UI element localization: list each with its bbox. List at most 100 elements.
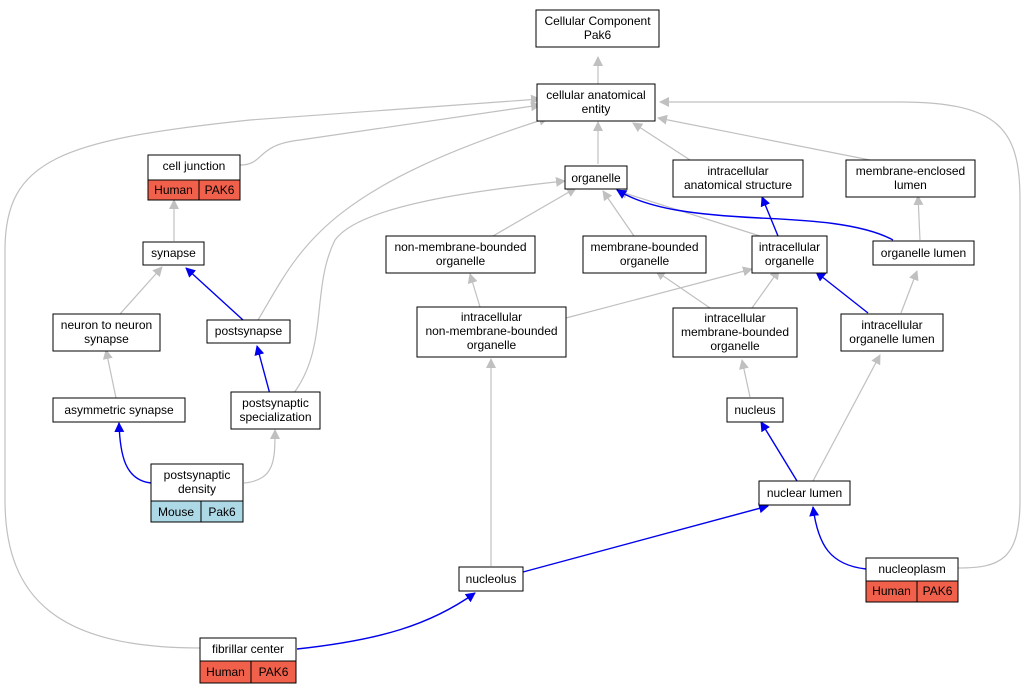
- node-label: organelle: [710, 339, 760, 353]
- edge-pss-to-organelle: [289, 176, 566, 399]
- node-label: specialization: [239, 410, 311, 424]
- node-label: nucleus: [734, 403, 775, 417]
- tag-label: PAK6: [259, 665, 289, 679]
- node-nucleoplasm[interactable]: nucleoplasm Human PAK6: [865, 557, 959, 603]
- node-label: synapse: [151, 246, 196, 260]
- node-asymmetric-synapse[interactable]: asymmetric synapse: [52, 397, 186, 423]
- node-label: nucleoplasm: [878, 562, 945, 576]
- node-label: nuclear lumen: [767, 486, 842, 500]
- node-label: Pak6: [584, 28, 612, 42]
- node-cellular-anatomical-entity[interactable]: cellular anatomical entity: [536, 83, 656, 122]
- node-label: intracellular: [759, 240, 820, 254]
- node-label: membrane-bounded: [590, 240, 698, 254]
- node-intracellular-organelle[interactable]: intracellular organelle: [751, 235, 828, 274]
- node-intracellular-organelle-lumen[interactable]: intracellular organelle lumen: [840, 313, 944, 352]
- node-cellular-component[interactable]: Cellular Component Pak6: [535, 9, 660, 48]
- node-label: entity: [582, 102, 611, 116]
- edge-celljunction-to-cae: [239, 101, 541, 166]
- edge-ntn-to-synapse: [119, 266, 163, 315]
- tag-label: Human: [154, 183, 193, 197]
- edge-pss-to-postsynapse: [254, 345, 272, 399]
- edge-nuclearlumen-to-nucleus: [760, 421, 798, 482]
- node-label: non-membrane-bounded: [425, 324, 557, 338]
- node-neuron-to-neuron-synapse[interactable]: neuron to neuron synapse: [52, 313, 161, 352]
- node-intracellular-membrane-bounded-organelle[interactable]: intracellular membrane-bounded organelle: [672, 307, 798, 358]
- node-label: cell junction: [163, 159, 226, 173]
- node-label: nucleolus: [466, 572, 517, 586]
- tag-label: PAK6: [205, 183, 235, 197]
- node-label: organelle: [571, 171, 621, 185]
- edge-fibrillar-to-nucleolus: [296, 592, 476, 650]
- node-postsynapse[interactable]: postsynapse: [206, 319, 291, 344]
- gene-tag: [198, 179, 241, 201]
- node-membrane-bounded-organelle[interactable]: membrane-bounded organelle: [582, 235, 707, 274]
- tag-label: Pak6: [208, 505, 236, 519]
- node-intracellular-non-membrane-bounded-organelle[interactable]: intracellular non-membrane-bounded organ…: [416, 306, 567, 358]
- node-label: organelle: [765, 254, 815, 268]
- node-nucleolus[interactable]: nucleolus: [458, 566, 524, 592]
- edges: [4, 56, 1021, 650]
- edge-postsynapse-to-synapse: [185, 267, 244, 321]
- edge-psd-to-pss: [243, 429, 280, 484]
- node-label: synapse: [84, 332, 129, 346]
- node-label: postsynaptic: [242, 396, 309, 410]
- node-membrane-enclosed-lumen[interactable]: membrane-enclosed lumen: [845, 159, 976, 198]
- node-postsynaptic-specialization[interactable]: postsynaptic specialization: [230, 391, 321, 430]
- edge-mel-to-cae: [657, 114, 871, 161]
- node-label: neuron to neuron: [61, 318, 152, 332]
- node-organelle-lumen[interactable]: organelle lumen: [872, 240, 975, 266]
- gene-tag: [250, 660, 297, 684]
- node-synapse[interactable]: synapse: [142, 241, 205, 266]
- node-nucleus[interactable]: nucleus: [726, 397, 784, 423]
- edge-inmbo-to-io: [565, 266, 753, 319]
- node-label: anatomical structure: [684, 178, 792, 192]
- edge-nucleoplasm-to-cae: [659, 97, 1021, 569]
- edge-iol-to-ol: [900, 270, 919, 314]
- edge-nucleoplasm-to-nuclearlumen: [809, 506, 867, 570]
- edge-ol-to-organelle: [616, 189, 894, 241]
- edge-nucleus-to-imbo: [739, 359, 751, 398]
- node-label: non-membrane-bounded: [394, 240, 526, 254]
- edge-postsynapse-to-cae: [257, 115, 549, 321]
- node-label: postsynapse: [215, 324, 283, 338]
- gene-tag: [916, 580, 959, 603]
- node-label: organelle lumen: [881, 246, 966, 260]
- tag-label: Human: [206, 665, 245, 679]
- node-fibrillar-center[interactable]: fibrillar center Human PAK6: [199, 637, 297, 684]
- node-intracellular-anatomical-structure[interactable]: intracellular anatomical structure: [672, 159, 804, 198]
- edge-mbo-to-organelle: [602, 190, 635, 237]
- node-label: postsynaptic: [164, 468, 231, 482]
- node-label: asymmetric synapse: [64, 403, 174, 417]
- edge-ol-to-mel: [913, 195, 924, 241]
- edge-nucleolus-to-nuclearlumen: [522, 503, 769, 573]
- edge-ias-to-cae: [632, 122, 691, 161]
- edge-io-to-ias: [760, 196, 779, 237]
- node-nuclear-lumen[interactable]: nuclear lumen: [758, 480, 851, 506]
- edge-inmbo-to-nmbo: [467, 273, 481, 308]
- tag-label: PAK6: [923, 584, 953, 598]
- edge-iol-to-io: [815, 271, 869, 314]
- node-non-membrane-bounded-organelle[interactable]: non-membrane-bounded organelle: [385, 235, 536, 274]
- gene-tag: [200, 500, 244, 523]
- tag-label: Human: [872, 584, 911, 598]
- node-label: organelle: [620, 254, 670, 268]
- node-label: intracellular: [461, 310, 522, 324]
- nodes: Cellular Component Pak6 cellular anatomi…: [52, 9, 976, 684]
- node-label: cellular anatomical: [546, 88, 645, 102]
- node-label: intracellular: [861, 318, 922, 332]
- node-label: intracellular: [704, 311, 765, 325]
- node-label: fibrillar center: [212, 642, 284, 656]
- node-label: organelle: [436, 254, 486, 268]
- node-label: organelle: [467, 338, 517, 352]
- node-organelle[interactable]: organelle: [564, 165, 628, 190]
- node-label: lumen: [894, 178, 927, 192]
- node-label: organelle lumen: [849, 332, 934, 346]
- edge-nmbo-to-organelle: [492, 187, 577, 237]
- node-cell-junction[interactable]: cell junction Human PAK6: [147, 154, 241, 201]
- node-postsynaptic-density[interactable]: postsynaptic density Mouse Pak6: [150, 463, 244, 523]
- node-label: membrane-enclosed: [856, 164, 965, 178]
- node-label: density: [178, 482, 216, 496]
- edge-nuclearlumen-to-iol: [812, 354, 881, 482]
- edge-asym-to-ntn: [102, 349, 117, 399]
